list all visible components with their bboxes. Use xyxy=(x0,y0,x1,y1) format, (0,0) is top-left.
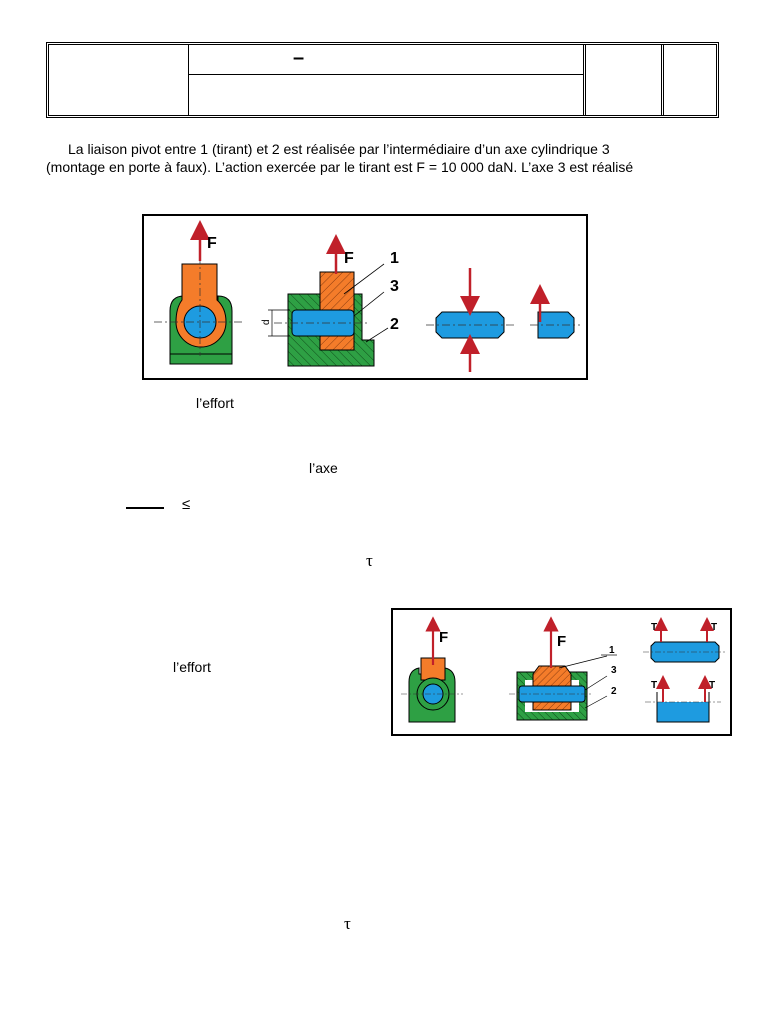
fig1-axle-half-view xyxy=(530,284,580,339)
header-cell-right-2 xyxy=(664,45,716,115)
fig2-part-2-label: 2 xyxy=(611,686,617,697)
fig2-front-view: F xyxy=(401,616,463,723)
fraction-bar xyxy=(126,507,164,509)
fig2-force-label-b: F xyxy=(557,633,566,650)
fig1-section-view: F d 1 3 2 xyxy=(261,234,399,367)
intro-line-2: (montage en porte à faux). L’action exer… xyxy=(46,159,634,175)
figure-2: F F 1 3 2 T T xyxy=(391,608,732,736)
fig2-axle-shear-view: T T xyxy=(645,675,721,723)
text-leq: ≤ xyxy=(182,496,191,513)
text-effort-2: l’effort xyxy=(173,659,211,675)
text-axe: l’axe xyxy=(309,460,338,476)
intro-line-1: La liaison pivot entre 1 (tirant) et 2 e… xyxy=(68,141,610,157)
fig1-force-label-b: F xyxy=(344,250,354,267)
fig2-t-bottom-right: T xyxy=(709,680,715,691)
fig1-force-label-a: F xyxy=(207,235,217,252)
text-tau-2: τ xyxy=(344,914,351,933)
fig2-force-label-a: F xyxy=(439,629,448,646)
fig2-part-3-label: 3 xyxy=(611,665,617,676)
fig1-part-1-label: 1 xyxy=(390,250,399,267)
fig2-part-1-label: 1 xyxy=(609,645,615,656)
fig1-front-view: F xyxy=(154,220,244,365)
text-tau-1: τ xyxy=(366,551,373,570)
text-effort-1: l’effort xyxy=(196,395,234,411)
fig1-axle-view xyxy=(426,268,514,372)
header-cell-right-1 xyxy=(583,45,664,115)
fig1-dim-d: d xyxy=(261,319,272,325)
fig2-t-bottom-left: T xyxy=(651,680,657,691)
fig2-axle-view: T T xyxy=(643,617,725,663)
header-cell-title: – xyxy=(189,45,583,75)
fig1-part-2-label: 2 xyxy=(390,316,399,333)
fig2-t-top-right: T xyxy=(711,622,717,633)
header-cell-left xyxy=(49,45,189,115)
figure-1: F F d 1 3 2 xyxy=(142,214,588,380)
header-table: – xyxy=(46,42,719,118)
header-cell-subtitle xyxy=(189,75,583,115)
header-dash: – xyxy=(293,47,305,69)
fig1-part-3-label: 3 xyxy=(390,278,399,295)
figure-2-drawing: F F 1 3 2 T T xyxy=(401,616,725,723)
fig2-section-view: F 1 3 2 xyxy=(509,616,617,721)
fig2-t-top-left: T xyxy=(651,622,657,633)
figure-1-drawing: F F d 1 3 2 xyxy=(154,220,580,372)
